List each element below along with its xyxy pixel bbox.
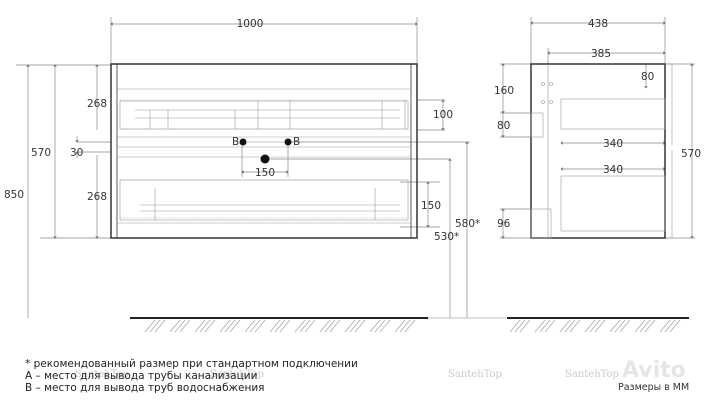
watermark: SantehTop: [210, 369, 264, 380]
dim-outlet-b: 580*: [455, 218, 480, 230]
dim-width-1000: 1000: [237, 18, 264, 30]
dim-gap: 30: [70, 147, 83, 159]
dim-upper-offset: 100: [433, 109, 453, 121]
dim-left-top: 160: [494, 85, 514, 97]
dim-top-offset: 80: [641, 71, 654, 83]
drain-outlet: [260, 154, 270, 164]
watermark: SantehTop: [75, 369, 129, 380]
water-outlet-right: [284, 138, 292, 146]
note-b: В – место для вывода труб водоснабжения: [25, 382, 265, 394]
dim-depth-inner: 385: [591, 48, 611, 60]
dim-drawer-lower: 340: [603, 164, 623, 176]
avito-watermark: Avito: [622, 358, 686, 383]
dim-lower-drawer: 268: [87, 191, 107, 203]
dim-depth-total: 438: [588, 18, 608, 30]
dim-pipe-spacing: 150: [255, 167, 275, 179]
watermark: SantehTop: [448, 369, 502, 380]
note-recommended: * рекомендованный размер при стандартном…: [25, 358, 358, 370]
watermark: SantehTop: [565, 369, 619, 380]
dim-drawer-upper: 340: [603, 138, 623, 150]
dim-outlet-a: 530*: [434, 231, 459, 243]
units-label: Размеры в ММ: [618, 382, 690, 393]
note-a: А – место для вывода трубы канализации: [25, 370, 258, 382]
dim-side-height: 570: [681, 148, 701, 160]
dim-total-height: 850: [4, 189, 24, 201]
water-outlet-left: [239, 138, 247, 146]
dim-cabinet-height: 570: [31, 147, 51, 159]
marker-b-left: B: [232, 136, 239, 148]
dim-upper-drawer: 268: [87, 98, 107, 110]
dim-bottom-offset: 96: [497, 218, 511, 230]
marker-b-right: B: [293, 136, 300, 148]
dim-lower-offset: 150: [421, 200, 441, 212]
dim-left-mid: 80: [497, 120, 510, 132]
